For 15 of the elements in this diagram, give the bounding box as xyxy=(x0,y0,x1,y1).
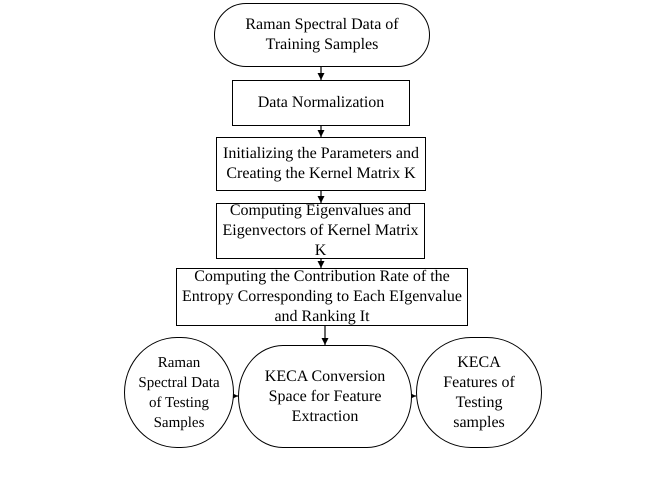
arrow xyxy=(318,126,324,137)
node-label: Data Normalization xyxy=(258,93,384,113)
node-label: Raman Spectral Data of Training Samples xyxy=(244,15,400,55)
node-label: Computing Eigenvalues and Eigenvectors of Kernel Matrix K xyxy=(222,201,420,261)
node-label: KECA Features of Testing samples xyxy=(442,352,516,432)
arrow xyxy=(322,326,328,345)
node-label: KECA Conversion Space for Feature Extraction xyxy=(264,366,386,426)
arrow xyxy=(318,259,324,268)
node-label: Raman Spectral Data of Testing Samples xyxy=(137,354,221,432)
arrow xyxy=(318,67,324,80)
node-label: Initializing the Parameters and Creating the Kernel Matrix K xyxy=(222,144,420,184)
process-box xyxy=(232,80,410,126)
node-label: Computing the Contribution Rate of the Entropy Corresponding to Each EIgenvalue and Ranking It xyxy=(181,267,463,327)
arrow xyxy=(318,191,324,203)
process-box xyxy=(216,137,426,191)
